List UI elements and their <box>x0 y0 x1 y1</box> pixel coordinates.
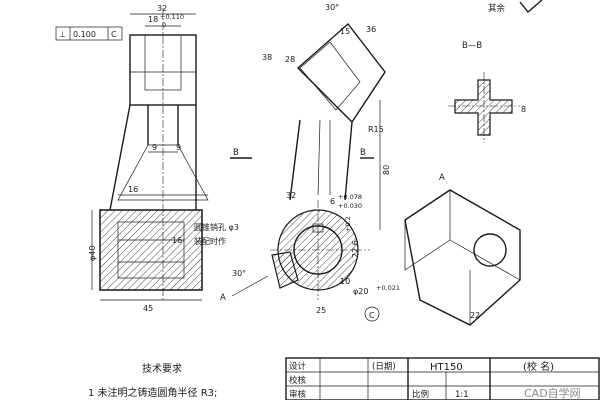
dim-phi20-tol: +0.021 <box>376 284 400 292</box>
dim-36: 36 <box>366 25 376 34</box>
dim-angle-top: 30° <box>325 3 339 12</box>
tb-material: HT150 <box>430 362 463 373</box>
tb-design: 设计 <box>289 361 307 372</box>
tb-school: (校 名) <box>523 360 554 373</box>
tb-date: (日期) <box>372 362 396 372</box>
datum-c: C <box>369 311 375 320</box>
dim-bore-upper: +0.078 <box>338 193 362 201</box>
dim-slot: 18 <box>148 15 158 24</box>
tb-review: 审核 <box>289 389 307 400</box>
surface-note-text: 其余 <box>488 3 506 14</box>
dim-bb-8: 8 <box>521 105 526 114</box>
dim-web-right: 9 <box>176 143 181 152</box>
tech-requirements: 技术要求 1 未注明之铸造圆角半径 R3; <box>88 362 217 399</box>
dim-28: 28 <box>285 55 295 64</box>
perpendicularity-symbol: ⊥ <box>59 30 66 39</box>
dim-phi20: φ20 <box>353 287 368 296</box>
dim-diameter: φ40 <box>88 246 97 261</box>
dim-bore: 16 <box>172 236 182 245</box>
dim-22-6-tol: +0.2 <box>344 216 352 232</box>
dim-15: 15 <box>340 27 350 36</box>
note-assembly: 装配时作 <box>194 236 226 246</box>
dim-10: 10 <box>340 277 350 286</box>
tech-item-1: 1 未注明之铸造圆角半径 R3; <box>88 386 217 399</box>
dim-base-len: 45 <box>143 304 153 313</box>
dim-r15: R15 <box>368 125 384 134</box>
dim-iso-22: 22 <box>470 311 480 320</box>
main-view: 30° 15 36 38 28 R15 80 32 B B 6 +0.078 +… <box>194 3 400 322</box>
surface-note: 其余 <box>488 0 543 14</box>
note-pin-hole: 圆锥销孔 φ3 <box>194 222 239 232</box>
tb-scale-value: 1:1 <box>455 390 469 400</box>
dim-22-6: 22.6 <box>351 240 360 258</box>
tech-title: 技术要求 <box>142 362 182 375</box>
dim-width-top: 32 <box>157 4 167 13</box>
tb-scale-label: 比例 <box>412 389 429 400</box>
section-mark-left: B <box>233 148 239 158</box>
dim-web: 9 <box>152 143 157 152</box>
tolerance-frame: ⊥ 0.100 C <box>55 26 123 41</box>
dim-bore-lower: +0.030 <box>338 202 362 210</box>
view-mark-a: A <box>220 293 226 303</box>
dim-bore-6: 6 <box>330 197 335 206</box>
dim-38: 38 <box>262 53 272 62</box>
tolerance-datum: C <box>111 30 117 39</box>
iso-label: A <box>439 173 445 183</box>
tb-check: 校核 <box>289 375 307 386</box>
watermark: CAD自学网 <box>524 386 581 400</box>
dim-32: 32 <box>286 191 296 200</box>
front-view: 32 18 +0.110 0 9 9 16 16 φ40 45 <box>88 4 209 313</box>
tolerance-value: 0.100 <box>73 30 96 39</box>
dim-25: 25 <box>316 306 326 315</box>
dim-slot-tol-upper: +0.110 <box>160 13 184 21</box>
title-block: 设计 (日期) 校核 审核 HT150 (校 名) 比例 1:1 CAD自学网 <box>285 357 600 400</box>
dim-slot-tol-lower: 0 <box>162 21 166 29</box>
dim-80: 80 <box>382 165 391 175</box>
dim-angle-30: 30° <box>232 269 246 278</box>
section-mark-right: B <box>360 148 366 158</box>
section-bb-title: B—B <box>462 41 482 51</box>
section-bb: B—B 8 <box>448 41 526 143</box>
dim-rib: 16 <box>128 185 138 194</box>
iso-view: A 22 <box>404 173 521 326</box>
